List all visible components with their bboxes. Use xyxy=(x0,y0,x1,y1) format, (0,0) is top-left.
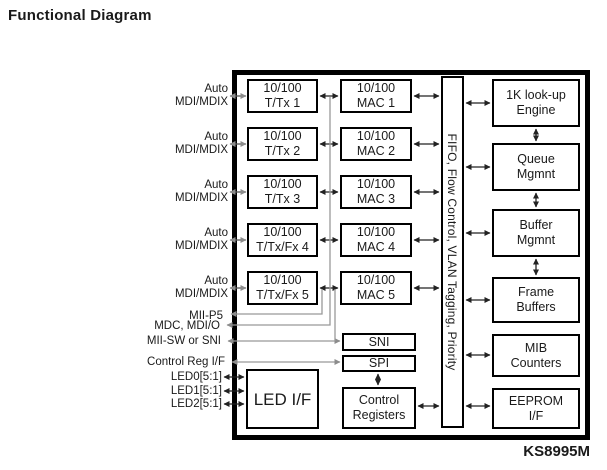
mac-block-5: 10/100 MAC 5 xyxy=(340,271,412,305)
mac-block-4-line2: MAC 4 xyxy=(356,240,396,254)
phy-block-4-line2: T/Tx/Fx 4 xyxy=(256,240,309,254)
frame-buffers-line1: Frame xyxy=(517,285,555,299)
mac-block-2-line1: 10/100 xyxy=(356,129,396,143)
port5-mdix-label: Auto MDI/MDIX xyxy=(174,275,228,300)
led1-label: LED1[5:1] xyxy=(170,385,222,397)
phy-block-2-line1: 10/100 xyxy=(263,129,302,143)
chip-name-label: KS8995M xyxy=(523,443,590,460)
page-title: Functional Diagram xyxy=(8,7,152,24)
queue-mgmnt-line2: Mgmnt xyxy=(516,167,556,181)
mac-block-4-line1: 10/100 xyxy=(356,225,396,239)
phy-block-1-line2: T/Tx 1 xyxy=(264,96,301,110)
phy-block-3: 10/100 T/Tx 3 xyxy=(247,175,318,209)
phy-block-5-line2: T/Tx/Fx 5 xyxy=(256,288,309,302)
led2-label: LED2[5:1] xyxy=(170,398,222,410)
mii-p5-label: MII-P5 xyxy=(189,310,223,322)
queue-mgmnt-block: Queue Mgmnt xyxy=(492,143,580,191)
mib-counters-line2: Counters xyxy=(510,355,562,370)
phy-block-4: 10/100 T/Tx/Fx 4 xyxy=(247,223,318,257)
port2-mdix-label: Auto MDI/MDIX xyxy=(174,131,228,156)
mib-counters-block: MIB Counters xyxy=(492,334,580,377)
lookup-engine-block: 1K look-up Engine xyxy=(492,79,580,127)
mac-block-1-line2: MAC 1 xyxy=(356,96,396,110)
mac-block-5-line1: 10/100 xyxy=(356,273,396,287)
spi-block: SPI xyxy=(342,355,416,372)
control-registers-line1: Control xyxy=(358,393,400,407)
mac-block-1: 10/100 MAC 1 xyxy=(340,79,412,113)
control-reg-if-label: Control Reg I/F xyxy=(147,356,225,368)
port3-mdix-label: Auto MDI/MDIX xyxy=(174,179,228,204)
port4-mdix-label: Auto MDI/MDIX xyxy=(174,227,228,252)
lookup-engine-line2: Engine xyxy=(516,103,556,117)
mib-counters-line1: MIB xyxy=(524,340,548,355)
buffer-mgmnt-line2: Mgmnt xyxy=(516,233,556,247)
phy-block-3-line2: T/Tx 3 xyxy=(264,192,301,206)
control-registers-block: Control Registers xyxy=(342,387,416,429)
mac-block-1-line1: 10/100 xyxy=(356,81,396,95)
control-registers-line2: Registers xyxy=(352,408,406,422)
led0-label: LED0[5:1] xyxy=(170,371,222,383)
queue-mgmnt-line1: Queue xyxy=(517,152,555,166)
mac-block-5-line2: MAC 5 xyxy=(356,288,396,302)
mac-block-4: 10/100 MAC 4 xyxy=(340,223,412,257)
phy-block-1-line1: 10/100 xyxy=(263,81,302,95)
phy-block-2: 10/100 T/Tx 2 xyxy=(247,127,318,161)
eeprom-if-line1: EEPROM xyxy=(508,393,564,408)
phy-block-3-line1: 10/100 xyxy=(263,177,302,191)
led-if-label: LED I/F xyxy=(253,389,312,409)
mii-sw-sni-label: MII-SW or SNI xyxy=(146,335,221,347)
frame-buffers-line2: Buffers xyxy=(516,300,556,314)
phy-block-5: 10/100 T/Tx/Fx 5 xyxy=(247,271,318,305)
mac-block-3-line2: MAC 3 xyxy=(356,192,396,206)
spi-label: SPI xyxy=(368,356,390,370)
sni-block: SNI xyxy=(342,333,416,351)
led-if-block: LED I/F xyxy=(246,369,319,429)
fifo-bar-label: FIFO, Flow Control, VLAN Tagging, Priori… xyxy=(445,133,459,371)
phy-block-1: 10/100 T/Tx 1 xyxy=(247,79,318,113)
buffer-mgmnt-block: Buffer Mgmnt xyxy=(492,209,580,257)
mdc-mdio-label: MDC, MDI/O xyxy=(154,320,220,332)
buffer-mgmnt-line1: Buffer xyxy=(519,218,553,232)
mac-block-3-line1: 10/100 xyxy=(356,177,396,191)
port1-mdix-label: Auto MDI/MDIX xyxy=(174,83,228,108)
eeprom-if-block: EEPROM I/F xyxy=(492,388,580,429)
frame-buffers-block: Frame Buffers xyxy=(492,277,580,323)
mac-block-2-line2: MAC 2 xyxy=(356,144,396,158)
eeprom-if-line2: I/F xyxy=(528,408,544,423)
mac-block-3: 10/100 MAC 3 xyxy=(340,175,412,209)
mac-block-2: 10/100 MAC 2 xyxy=(340,127,412,161)
sni-label: SNI xyxy=(368,334,390,349)
phy-block-2-line2: T/Tx 2 xyxy=(264,144,301,158)
lookup-engine-line1: 1K look-up xyxy=(506,88,566,102)
phy-block-4-line1: 10/100 xyxy=(263,225,302,239)
fifo-bar xyxy=(441,76,464,428)
phy-block-5-line1: 10/100 xyxy=(263,273,302,287)
